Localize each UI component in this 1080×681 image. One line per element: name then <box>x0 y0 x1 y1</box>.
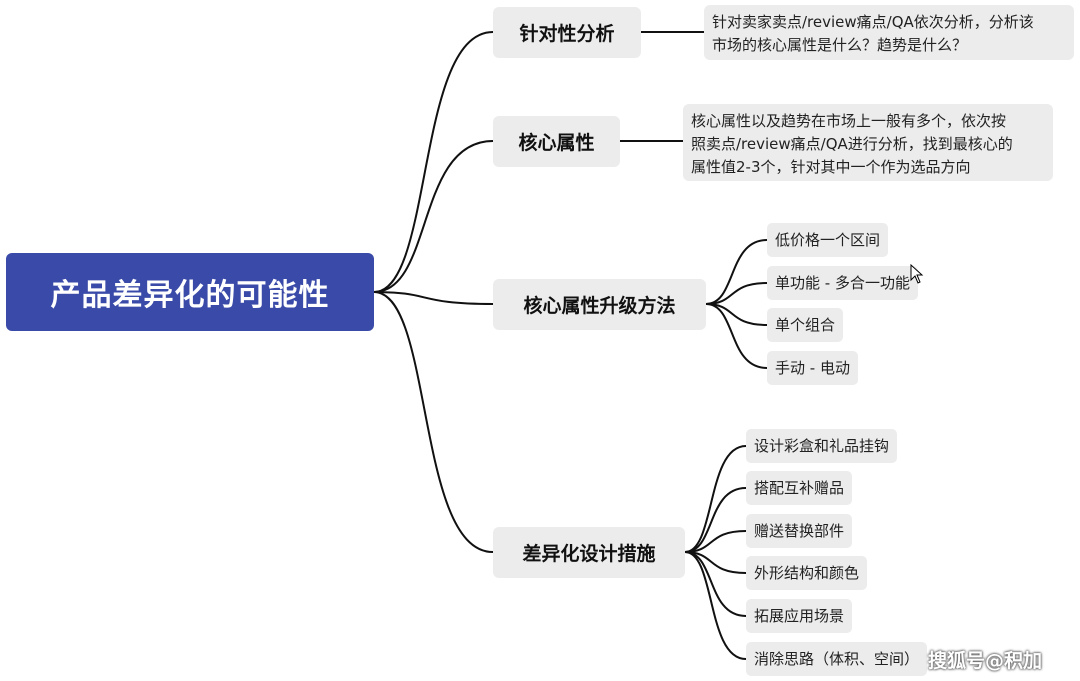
description-line: 核心属性以及趋势在市场上一般有多个，依次按 <box>691 112 1007 130</box>
leaf-application-scenarios: 拓展应用场景 <box>746 599 853 633</box>
branch-core-attributes-description: 核心属性以及趋势在市场上一般有多个，依次按 照卖点/review痛点/QA进行分… <box>683 104 1053 181</box>
leaf-eliminate-thinking: 消除思路（体积、空间） <box>746 642 928 676</box>
description-line: 市场的核心属性是什么？趋势是什么？ <box>712 36 968 54</box>
branch-upgrade-methods: 核心属性升级方法 <box>493 279 706 330</box>
root-branch-connector <box>373 140 494 293</box>
branch-leaf-connector <box>684 551 747 574</box>
branch-leaf-connector <box>705 282 768 305</box>
branch-leaf-connector <box>684 551 747 617</box>
branch-leaf-connector <box>705 239 768 305</box>
leaf-complementary-gift: 搭配互补赠品 <box>746 471 853 505</box>
branch-leaf-connector <box>684 530 747 553</box>
branch-differentiation-design: 差异化设计措施 <box>493 527 685 578</box>
leaf-replacement-parts: 赠送替换部件 <box>746 514 853 548</box>
leaf-low-price-range: 低价格一个区间 <box>767 223 889 257</box>
leaf-gift-box: 设计彩盒和礼品挂钩 <box>746 429 898 463</box>
branch-targeted-analysis-description: 针对卖家卖点/review痛点/QA依次分析，分析该 市场的核心属性是什么？趋势… <box>704 5 1074 60</box>
branch-leaf-connector <box>705 303 768 326</box>
leaf-manual-electric: 手动 - 电动 <box>767 351 858 385</box>
branch-core-attributes: 核心属性 <box>493 116 620 167</box>
branch-targeted-analysis: 针对性分析 <box>493 7 641 58</box>
branch-leaf-connector <box>684 445 747 553</box>
root-node: 产品差异化的可能性 <box>6 253 374 331</box>
branch-leaf-connector <box>684 551 747 660</box>
root-branch-connector <box>373 31 494 293</box>
leaf-single-combo: 单个组合 <box>767 308 844 342</box>
leaf-shape-color: 外形结构和颜色 <box>746 556 868 590</box>
leaf-multi-function: 单功能 - 多合一功能 <box>767 266 918 300</box>
description-line: 针对卖家卖点/review痛点/QA依次分析，分析该 <box>712 13 1034 31</box>
branch-leaf-connector <box>705 303 768 369</box>
mouse-pointer-icon <box>910 264 924 284</box>
branch-leaf-connector <box>684 487 747 553</box>
description-line: 属性值2-3个，针对其中一个作为选品方向 <box>691 158 971 176</box>
root-branch-connector <box>373 291 494 305</box>
description-line: 照卖点/review痛点/QA进行分析，找到最核心的 <box>691 135 1013 153</box>
watermark: 搜狐号@积加 <box>928 650 1043 672</box>
root-branch-connector <box>373 291 494 553</box>
